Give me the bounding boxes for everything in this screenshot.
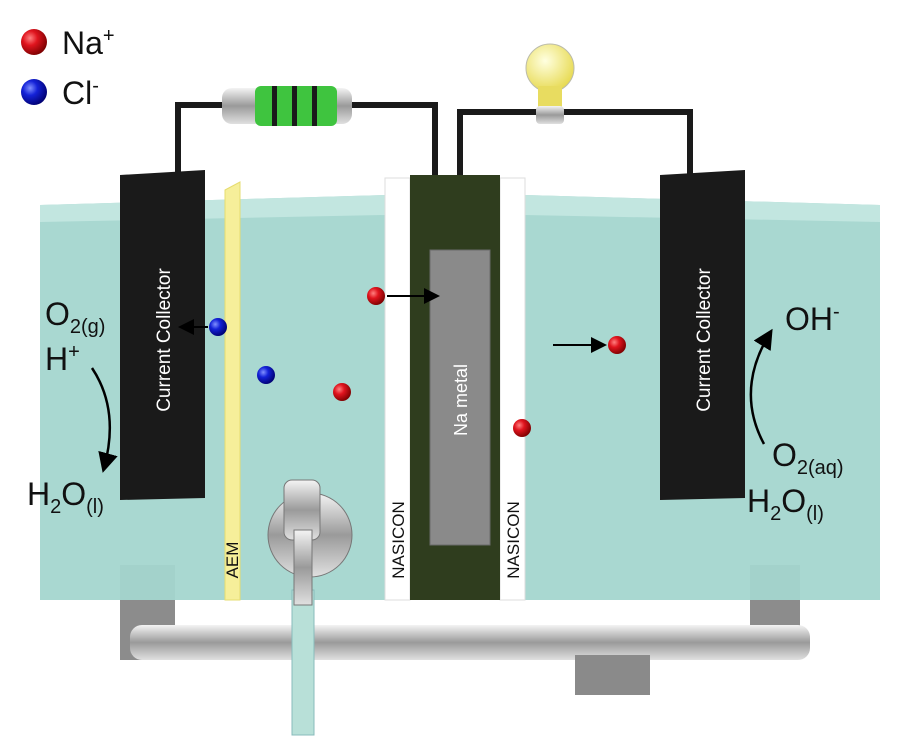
current-collector-left-label: Current Collector [154,268,175,412]
faucet [267,479,353,736]
nasicon-left-label: NASICON [389,501,408,578]
cl-ion [209,318,227,336]
na-ion [513,419,531,437]
h2o-right-label: H2O(l) [747,483,824,525]
cl-ion [257,366,275,384]
nasicon-right-label: NASICON [504,501,523,578]
light-bulb-icon [525,43,575,124]
aem-membrane [224,181,241,601]
center-compartment [384,175,526,601]
resistor [222,86,352,126]
oh-minus-label: OH- [785,301,840,337]
aem-label: AEM [223,542,242,579]
h2o-left-label: H2O(l) [27,476,104,518]
ions [209,287,626,437]
current-collectors [120,170,745,500]
na-ion [608,336,626,354]
cl-legend-label: Cl- [62,75,99,111]
o2-aq-label: O2(aq) [772,437,844,479]
na-metal-label: Na metal [451,364,471,436]
na-ion [367,287,385,305]
current-collector-right-label: Current Collector [694,268,715,412]
arrows [90,288,773,473]
h-plus-label: H+ [45,341,80,377]
na-legend-marker [21,29,47,55]
cl-legend-marker [21,79,47,105]
na-legend-label: Na+ [62,25,115,61]
na-ion [333,383,351,401]
legend: Na+ Cl- [21,25,115,111]
o2-gas-label: O2(g) [45,296,105,338]
